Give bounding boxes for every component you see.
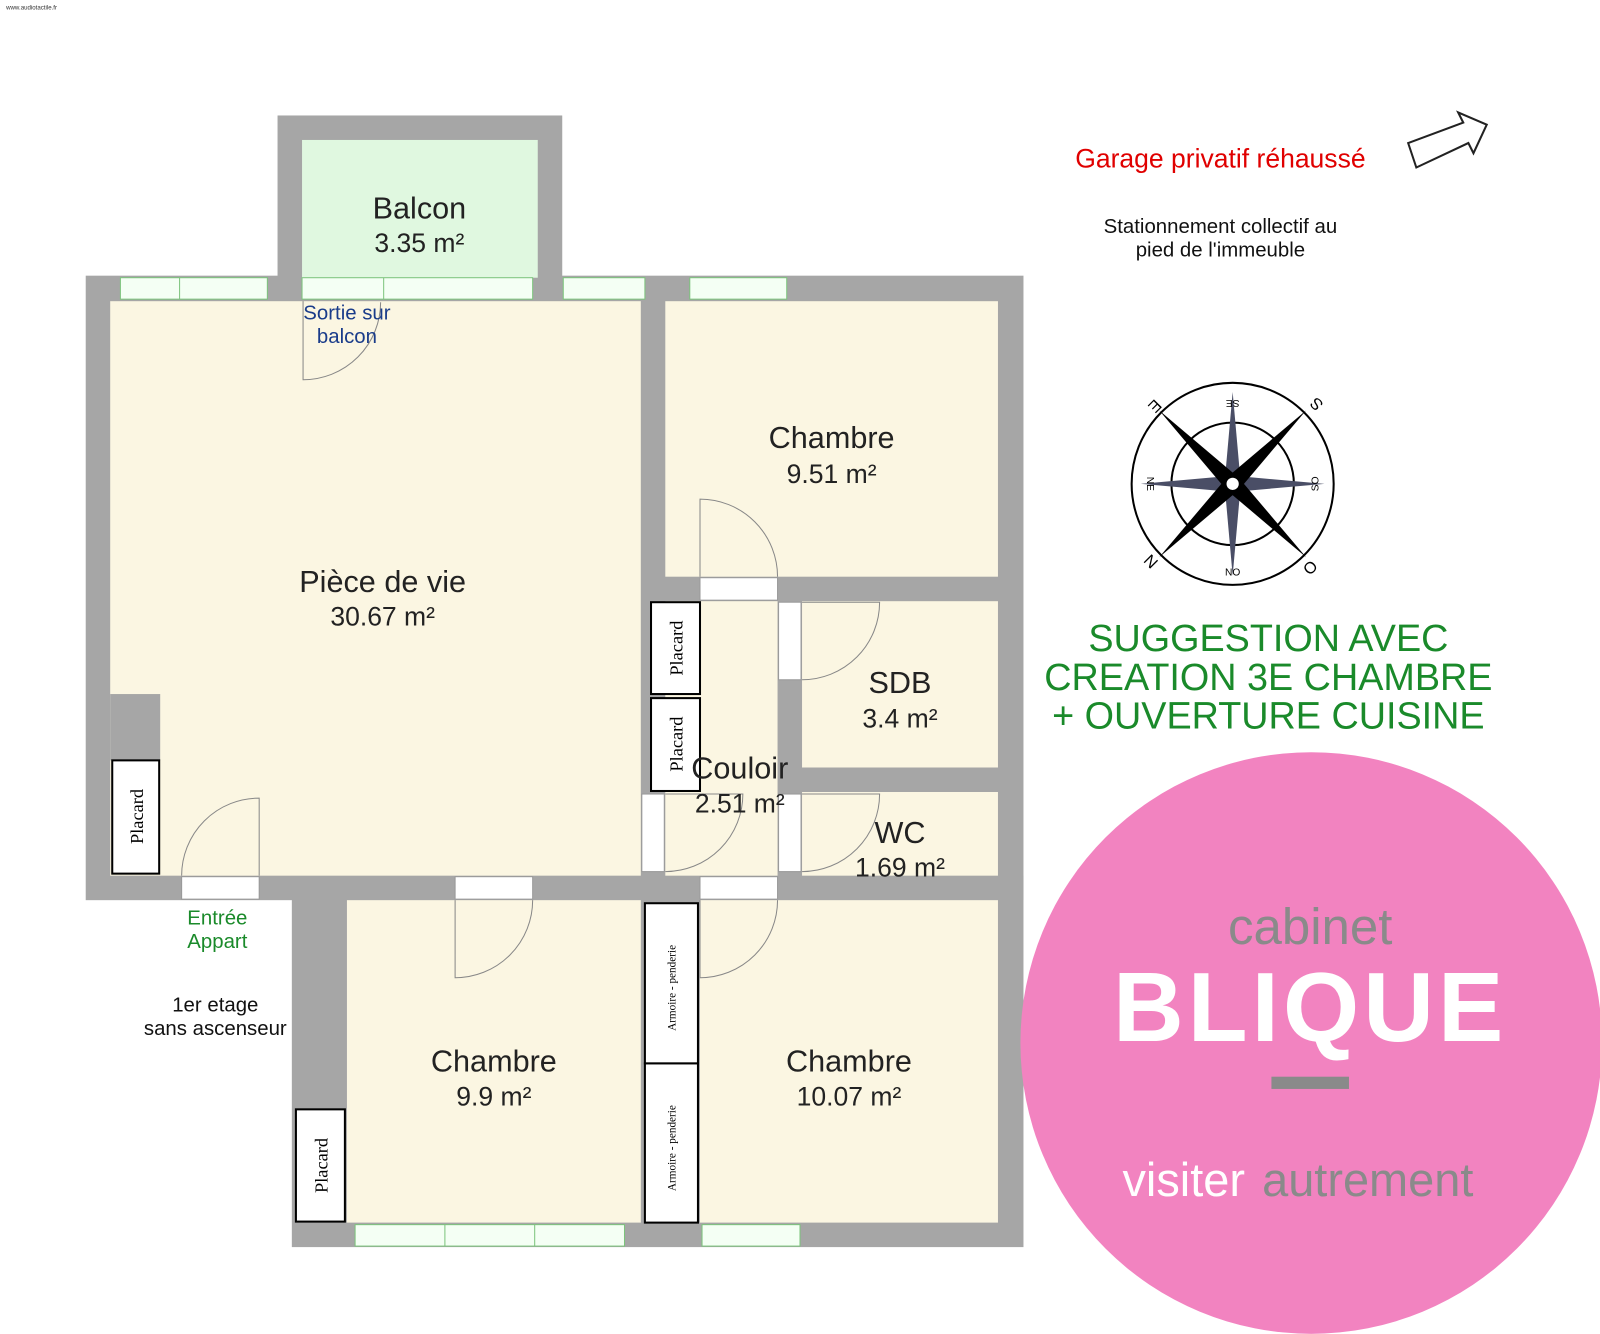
sortie-balcon-label-2: balcon [317, 326, 377, 348]
etage-label-2: sans ascenseur [144, 1018, 287, 1040]
armoire-2: Armoire - penderie [643, 1062, 699, 1224]
room-chambre3-name: Chambre [786, 1045, 912, 1079]
sortie-balcon-label-1: Sortie sur [303, 303, 390, 325]
stationnement-label-1: Stationnement collectif au [1104, 216, 1338, 238]
svg-text:BLIQUE: BLIQUE [1113, 952, 1507, 1062]
windows [119, 277, 801, 1247]
etage-label-1: 1er etage [172, 994, 258, 1016]
watermark: www.audiotactile.fr [5, 4, 57, 11]
room-wc-area: 1.69 m² [855, 853, 945, 883]
room-chambre3-area: 10.07 m² [797, 1081, 902, 1111]
room-chambre1-area: 9.51 m² [787, 459, 877, 489]
svg-text:visiter autrement: visiter autrement [1122, 1154, 1473, 1206]
svg-text:Placard: Placard [312, 1138, 332, 1193]
suggestion-line-2: CREATION 3E CHAMBRE [1044, 656, 1492, 698]
room-living-area: 30.67 m² [330, 602, 435, 632]
room-wc-name: WC [875, 816, 926, 850]
svg-text:Armoire - penderie: Armoire - penderie [667, 945, 679, 1031]
door-swings [181, 301, 881, 979]
arrow-icon [1406, 110, 1489, 169]
garage-label: Garage privatif réhaussé [1075, 144, 1365, 174]
compass-so: SO [1310, 476, 1321, 491]
entree-label-2: Appart [187, 931, 247, 953]
svg-text:Armoire - penderie: Armoire - penderie [667, 1105, 679, 1191]
placard-couloir-2: Placard [650, 697, 702, 792]
room-chambre1-name: Chambre [769, 421, 895, 455]
balcony-floor [302, 139, 538, 278]
entree-label-1: Entrée [187, 908, 247, 930]
svg-text:Placard: Placard [667, 621, 687, 676]
room-couloir-name: Couloir [691, 752, 788, 786]
room-couloir-area: 2.51 m² [695, 788, 785, 818]
compass-se: SE [1226, 397, 1240, 408]
compass-rose-icon: E S O N SE SO NO NE [1130, 381, 1335, 586]
svg-text:Placard: Placard [127, 789, 147, 844]
compass-ne: NE [1144, 477, 1155, 491]
compass-o: O [1300, 557, 1322, 579]
armoire-1: Armoire - penderie [643, 902, 699, 1065]
placard-bedroom: Placard [294, 1108, 346, 1223]
wall-notch [110, 694, 161, 761]
suggestion-line-3: + OUVERTURE CUISINE [1052, 695, 1484, 737]
suggestion-line-1: SUGGESTION AVEC [1088, 617, 1448, 659]
room-balcon-area: 3.35 m² [374, 228, 464, 258]
compass-s: S [1307, 393, 1328, 414]
compass-no: NO [1225, 568, 1240, 579]
room-balcon-name: Balcon [373, 192, 467, 226]
svg-text:cabinet: cabinet [1228, 898, 1393, 955]
svg-text:Placard: Placard [667, 717, 687, 772]
compass-n: N [1140, 551, 1161, 572]
room-sdb-area: 3.4 m² [862, 704, 937, 734]
placard-couloir-1: Placard [650, 601, 702, 696]
room-sdb-name: SDB [869, 666, 932, 700]
floors [110, 301, 998, 1223]
room-chambre2-name: Chambre [431, 1045, 557, 1079]
room-chambre2-area: 9.9 m² [456, 1081, 531, 1111]
cabinet-blique-logo: cabinet BLIQUE visiter autrement [1020, 752, 1600, 1334]
stationnement-label-2: pied de l'immeuble [1136, 239, 1305, 261]
room-living-name: Pièce de vie [299, 565, 466, 599]
door-openings [181, 577, 802, 900]
placard-living: Placard [111, 759, 161, 875]
